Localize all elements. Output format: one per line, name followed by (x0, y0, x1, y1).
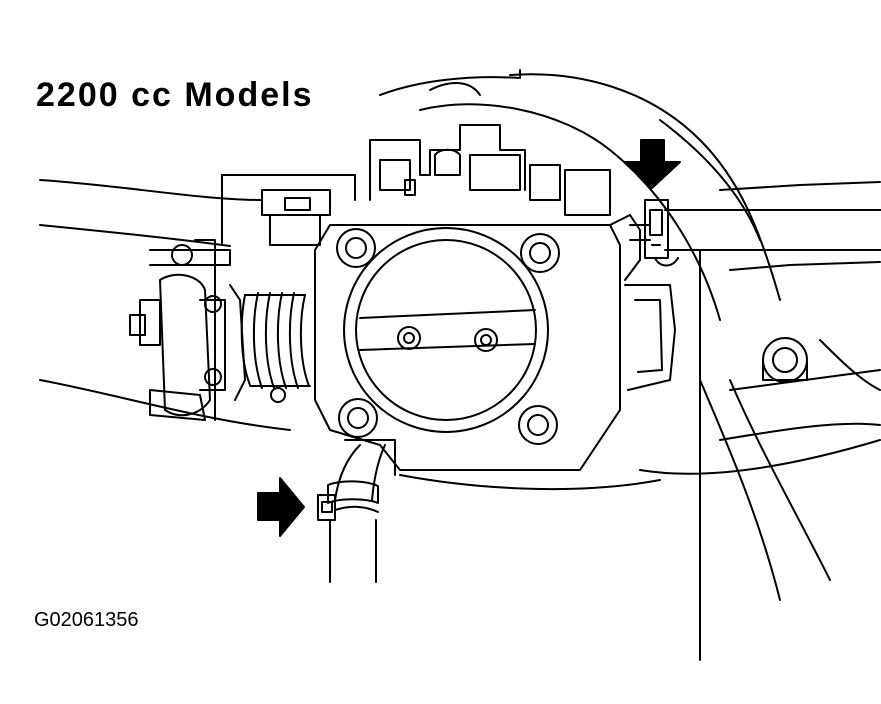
lower-hose (329, 439, 396, 583)
mounting-bolts (336, 228, 560, 445)
lower-hose-clamp (317, 480, 379, 521)
upper-hose-clamp (644, 199, 679, 267)
throttle-body-housing (314, 214, 676, 471)
arrow-right-icon (257, 477, 305, 537)
throttle-linkage (129, 239, 246, 421)
figure-id: G02061356 (34, 609, 139, 631)
upper-hose (629, 209, 881, 251)
background-bolt (762, 337, 808, 383)
return-spring (240, 292, 311, 403)
throttle-position-sensor (369, 124, 611, 216)
engine-background-lines (39, 69, 881, 661)
throttle-bore (343, 227, 549, 433)
diagram-title: 2200 cc Models (36, 72, 320, 118)
left-connector (221, 174, 356, 246)
arrow-down-icon (623, 139, 681, 189)
